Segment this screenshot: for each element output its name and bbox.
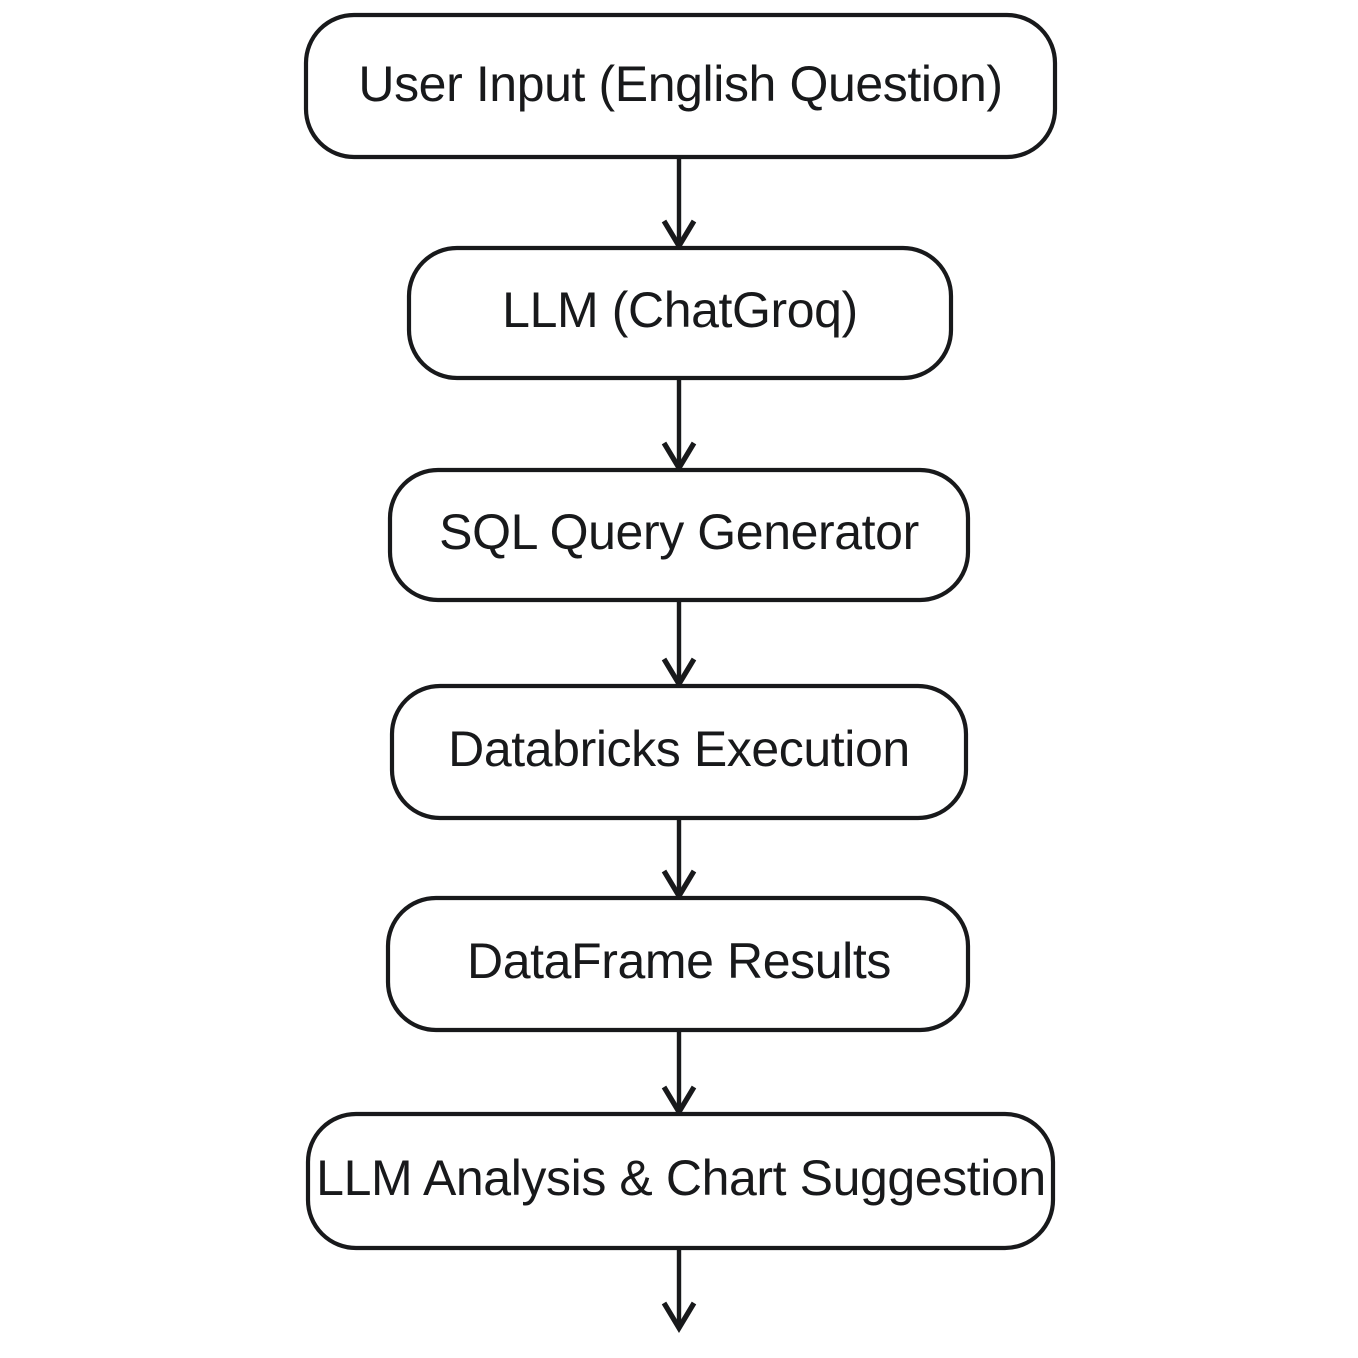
edge-dataframe-to-llm-analysis: [661, 1030, 697, 1118]
node-shape[interactable]: [389, 683, 969, 821]
node-shape[interactable]: [387, 467, 971, 603]
node-sql-query-generator[interactable]: SQL Query Generator: [387, 467, 971, 603]
edge-user-input-to-llm: [661, 157, 697, 252]
node-databricks-execution[interactable]: Databricks Execution: [389, 683, 969, 821]
node-shape[interactable]: [305, 1111, 1056, 1251]
node-shape[interactable]: [303, 12, 1058, 160]
node-shape[interactable]: [406, 245, 954, 381]
arrowhead-icon: [661, 1301, 697, 1334]
node-label: LLM (ChatGroq): [502, 282, 858, 338]
node-llm-chatgroq[interactable]: LLM (ChatGroq): [406, 245, 954, 381]
node-dataframe-results[interactable]: DataFrame Results: [385, 895, 971, 1033]
edge-sql-generator-to-databricks: [661, 600, 697, 690]
edge-databricks-to-dataframe: [661, 818, 697, 902]
node-llm-analysis-chart-suggestion[interactable]: LLM Analysis & Chart Suggestion: [305, 1111, 1056, 1251]
node-label: SQL Query Generator: [439, 504, 919, 560]
node-label: DataFrame Results: [467, 933, 891, 989]
node-label: User Input (English Question): [358, 56, 1002, 112]
node-label: LLM Analysis & Chart Suggestion: [316, 1150, 1046, 1206]
edge-llm-analysis-to-offscreen: [661, 1248, 697, 1334]
node-shape[interactable]: [385, 895, 971, 1033]
edge-llm-to-sql-generator: [661, 378, 697, 474]
node-user-input[interactable]: User Input (English Question): [303, 12, 1058, 160]
node-label: Databricks Execution: [448, 721, 910, 777]
